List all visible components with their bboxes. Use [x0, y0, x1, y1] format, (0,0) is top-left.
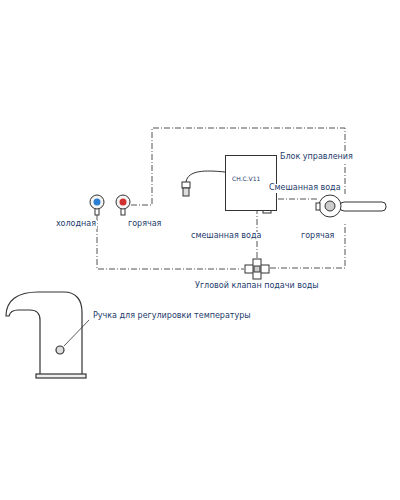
valve-core — [254, 266, 260, 272]
hot-valve: горячая — [115, 195, 131, 215]
valve-color-dot — [120, 199, 127, 206]
valve-body — [253, 259, 261, 279]
valve-icon — [89, 195, 105, 215]
cold-valve: холодная — [89, 195, 105, 215]
temperature-handle — [56, 346, 64, 354]
faucet-top-view — [316, 195, 386, 217]
valve-label: холодная — [55, 220, 97, 229]
faucet-outline — [6, 292, 82, 376]
faucet-handle — [316, 203, 320, 210]
valve-knob — [116, 195, 130, 209]
faucet-body — [319, 195, 341, 217]
edge-label: смешанная вода — [190, 232, 262, 241]
faucet-spout — [340, 202, 386, 211]
angle-valve: Угловой клапан подачи воды — [244, 258, 270, 280]
valve-body — [245, 265, 269, 273]
pipe-lines — [131, 128, 345, 268]
pipe-line — [270, 222, 345, 268]
valve-knob — [90, 195, 104, 209]
valve-label: горячая — [127, 220, 162, 229]
model-label: CH.C.V11 — [231, 176, 261, 183]
cable — [186, 171, 225, 182]
part-label: Ручка для регулировки температуры — [92, 312, 252, 321]
pipe-connector — [97, 215, 244, 269]
valve-label: Угловой клапан подачи воды — [194, 282, 320, 291]
plug — [183, 188, 189, 196]
plug — [182, 182, 190, 188]
faucet-core — [325, 201, 335, 211]
faucet-base — [36, 374, 86, 378]
control-unit: CH.C.V11Блок управления — [225, 155, 277, 211]
pipe-line — [278, 199, 318, 200]
leader-line — [64, 320, 89, 346]
faucet-side-view — [6, 292, 89, 378]
angle-valve-icon — [244, 258, 270, 280]
flow-label: горячая — [300, 232, 335, 241]
valve-color-dot — [94, 199, 101, 206]
flow-label: Смешанная вода — [268, 184, 342, 193]
unit-heading: Блок управления — [279, 153, 354, 162]
valve-icon — [115, 195, 131, 215]
